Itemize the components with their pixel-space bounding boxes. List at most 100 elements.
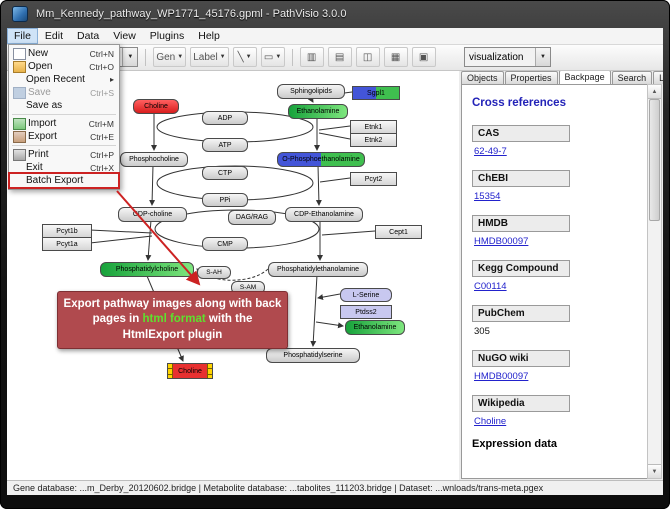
pathway-edge <box>89 229 153 234</box>
node-etnk2[interactable]: Etnk2 <box>350 133 397 147</box>
menu-plugins[interactable]: Plugins <box>149 30 185 42</box>
node-choline[interactable]: Choline <box>133 99 179 114</box>
import-icon <box>13 117 26 130</box>
panel-tabs: ObjectsPropertiesBackpageSearchLegend <box>459 70 663 84</box>
node-dag[interactable]: DAG/RAG <box>228 210 276 225</box>
chevron-down-icon[interactable]: ▼ <box>535 48 550 66</box>
menu-edit[interactable]: Edit <box>44 30 64 42</box>
tab-legend[interactable]: Legend <box>653 71 663 84</box>
node-cdp-ethanolamine[interactable]: CDP-Ethanolamine <box>285 207 363 222</box>
filemenu-item-label: New <box>28 48 49 59</box>
menu-shortcut: Ctrl+S <box>90 87 114 98</box>
label-tool-dropdown[interactable]: Label▼ <box>190 47 229 67</box>
tab-properties[interactable]: Properties <box>504 71 558 84</box>
line-tool-dropdown[interactable]: ╲▼ <box>232 47 257 67</box>
blank-icon <box>13 101 24 111</box>
scroll-down-icon[interactable]: ▼ <box>648 464 661 478</box>
selection-handle[interactable] <box>207 368 212 375</box>
pathway-edge <box>149 164 156 206</box>
side-panel: ObjectsPropertiesBackpageSearchLegend Cr… <box>459 70 663 481</box>
filemenu-item-label: Export <box>28 131 57 142</box>
menu-view[interactable]: View <box>113 30 136 42</box>
align-horizontal-button[interactable]: ▥ <box>299 47 324 67</box>
shape-tool-icon: ▭ <box>263 51 274 63</box>
xref-link[interactable]: 62-49-7 <box>474 146 507 157</box>
xref-link[interactable]: HMDB00097 <box>474 236 529 247</box>
node-etnk1[interactable]: Etnk1 <box>350 120 397 134</box>
scroll-up-icon[interactable]: ▲ <box>648 85 661 99</box>
node-phosphatidylcholine[interactable]: Phosphatidylcholine <box>100 262 194 277</box>
node-pcyt2[interactable]: Pcyt2 <box>350 172 397 186</box>
filemenu-item-label: Exit <box>26 162 43 173</box>
filemenu-batch-export[interactable]: Batch Export <box>8 172 120 189</box>
submenu-arrow-icon: ▸ <box>109 75 114 84</box>
align-vertical-button[interactable]: ▤ <box>327 47 352 67</box>
node-adp[interactable]: ADP <box>202 111 248 125</box>
scrollbar-thumb[interactable] <box>649 99 660 221</box>
node-pcyt1b[interactable]: Pcyt1b <box>42 224 92 238</box>
stack-button[interactable]: ▣ <box>411 47 436 67</box>
pathway-edge <box>317 293 341 301</box>
blank-icon <box>13 75 24 85</box>
panel-scrollbar[interactable]: ▲ ▼ <box>647 84 662 479</box>
filemenu-item-label: Print <box>28 149 49 160</box>
node-sphingolipids[interactable]: Sphingolipids <box>277 84 345 99</box>
visualization-value: visualization <box>469 51 524 63</box>
node-phosphatidylserine[interactable]: Phosphatidylserine <box>266 348 360 363</box>
visualization-combobox[interactable]: visualization ▼ <box>464 47 551 67</box>
node-ctp[interactable]: CTP <box>202 166 248 180</box>
xref-link[interactable]: 15354 <box>474 191 501 202</box>
filemenu-open-recent[interactable]: Open Recent▸ <box>9 73 119 86</box>
distribute-horizontal-button[interactable]: ◫ <box>355 47 380 67</box>
shape-tool-dropdown[interactable]: ▭▼ <box>260 47 285 67</box>
chevron-down-icon[interactable]: ▼ <box>122 48 138 66</box>
node-o-phosphoethanolamine[interactable]: O-Phosphoethanolamine <box>277 152 365 167</box>
window-title: Mm_Kennedy_pathway_WP1771_45176.gpml - P… <box>36 8 347 20</box>
gene-node-tool-dropdown[interactable]: Gen▼ <box>153 47 187 67</box>
status-bar: Gene database: ...m_Derby_20120602.bridg… <box>7 480 663 495</box>
node-cept1[interactable]: Cept1 <box>375 225 422 239</box>
xref-link[interactable]: C00114 <box>474 281 507 292</box>
export-icon <box>13 130 26 143</box>
selection-handle[interactable] <box>168 368 173 375</box>
node-ppi[interactable]: PPi <box>202 193 248 207</box>
node-ptdss2[interactable]: Ptdss2 <box>340 305 392 319</box>
node-cdp-choline[interactable]: CDP-choline <box>118 207 187 222</box>
node-phosphocholine[interactable]: Phosphocholine <box>120 152 188 167</box>
xref-link[interactable]: Choline <box>474 416 507 427</box>
node-ethanolamine-bottom[interactable]: Ethanolamine <box>345 320 405 335</box>
menu-data[interactable]: Data <box>77 30 100 42</box>
tab-search[interactable]: Search <box>611 71 653 84</box>
node-sgpl1[interactable]: Sgpl1 <box>352 86 400 100</box>
node-cmp[interactable]: CMP <box>202 237 248 251</box>
node-l-serine[interactable]: L-Serine <box>340 288 392 302</box>
callout-line1: Export pathway images along with back <box>63 297 282 310</box>
node-ethanolamine-top[interactable]: Ethanolamine <box>288 104 348 119</box>
distribute-vertical-button[interactable]: ▦ <box>383 47 408 67</box>
node-choline-2[interactable]: Choline <box>167 363 213 379</box>
annotation-callout: Export pathway images along with back pa… <box>57 291 288 349</box>
menu-help[interactable]: Help <box>198 30 220 42</box>
filemenu-save-as[interactable]: Save as <box>9 99 119 112</box>
node-s-ah[interactable]: S-AH <box>197 266 231 279</box>
folder-icon <box>13 60 26 73</box>
title-bar[interactable]: Mm_Kennedy_pathway_WP1771_45176.gpml - P… <box>0 0 670 28</box>
callout-line2: pages in html format with the <box>92 313 253 326</box>
tab-backpage[interactable]: Backpage <box>558 70 611 84</box>
node-atp[interactable]: ATP <box>202 138 248 152</box>
node-pcyt1a[interactable]: Pcyt1a <box>42 237 92 251</box>
node-phosphatidylethanolamine[interactable]: Phosphatidylethanolamine <box>268 262 368 277</box>
xref-link[interactable]: HMDB00097 <box>474 371 529 382</box>
tab-objects[interactable]: Objects <box>461 71 504 84</box>
menu-file[interactable]: File <box>7 28 38 44</box>
